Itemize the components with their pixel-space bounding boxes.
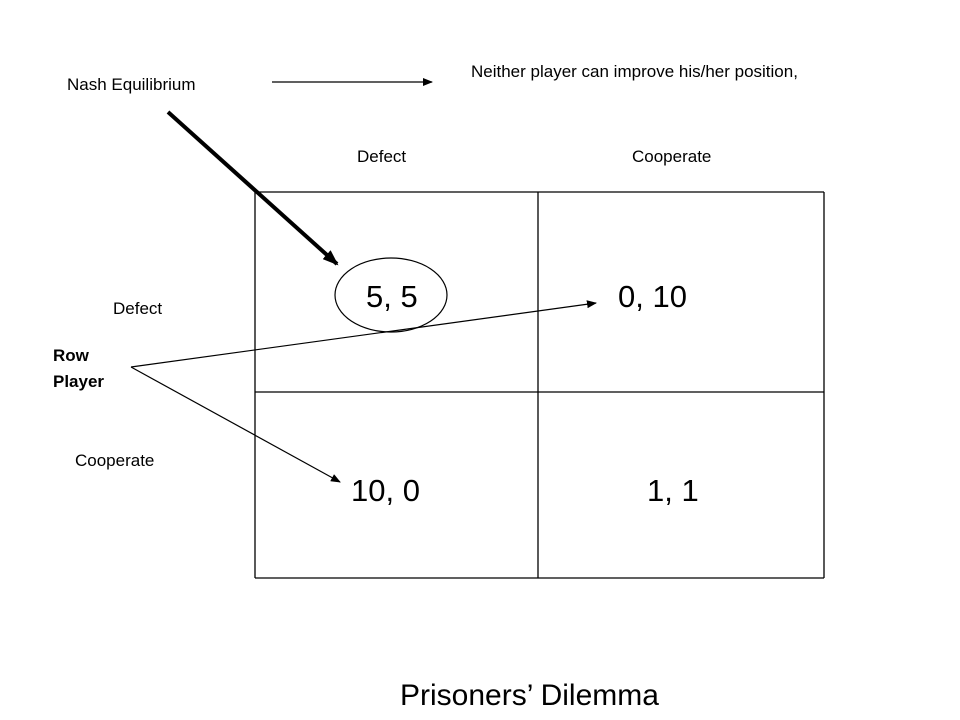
nash-equilibrium-arrow: [166, 110, 339, 266]
nash-equilibrium-description: Neither player can improve his/her posit…: [471, 62, 798, 81]
column-header-cooperate: Cooperate: [632, 147, 712, 166]
nash-equilibrium-label: Nash Equilibrium: [67, 75, 196, 94]
row-header-cooperate: Cooperate: [75, 451, 155, 470]
row-header-defect: Defect: [113, 299, 163, 318]
nash-equilibrium-ellipse: [334, 257, 448, 333]
row-player-arrow-to-defect-cooperate: [130, 300, 597, 368]
row-player-label-line2: Player: [53, 372, 105, 391]
payoff-cell-defect-cooperate: 0, 10: [618, 279, 687, 314]
diagram-title: Prisoners’ Dilemma: [400, 679, 659, 712]
payoff-cell-cooperate-cooperate: 1, 1: [647, 473, 699, 508]
payoff-cell-defect-defect: 5, 5: [366, 279, 418, 314]
row-player-label: Row Player: [53, 343, 143, 395]
payoff-matrix-grid: [254, 191, 825, 579]
row-player-arrow-to-cooperate-defect: [130, 366, 341, 483]
column-header-defect: Defect: [357, 147, 407, 166]
row-player-label-line1: Row: [53, 346, 89, 365]
payoff-cell-cooperate-defect: 10, 0: [351, 473, 420, 508]
